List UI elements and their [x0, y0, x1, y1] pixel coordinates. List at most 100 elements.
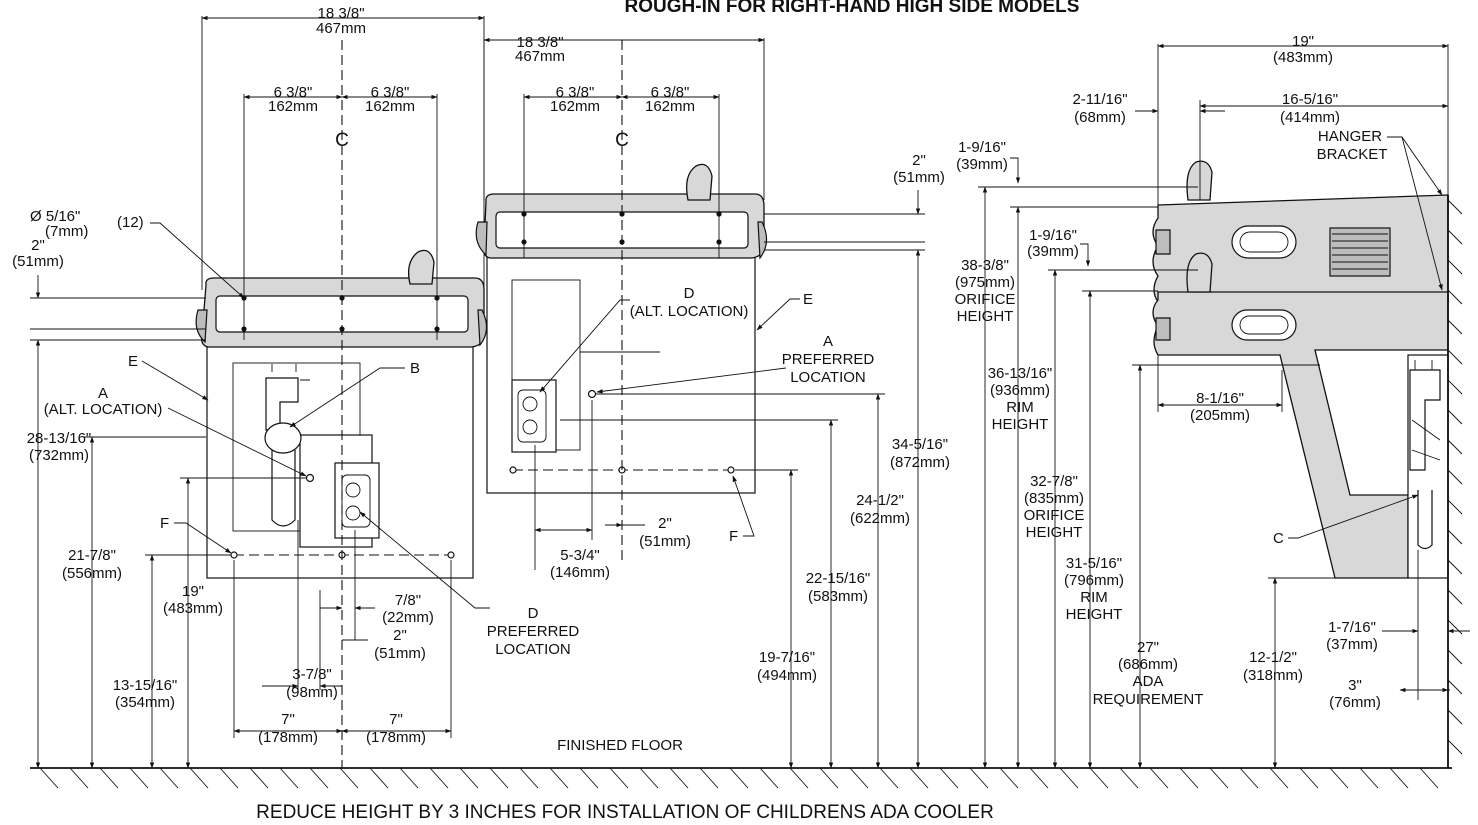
mid-supply-a [587, 389, 597, 399]
left-label-a: A [98, 385, 108, 402]
mid-overall-width-mm: 467mm [515, 48, 565, 65]
bracket-label: BRACKET [1317, 146, 1388, 163]
left-height-3-mm: (483mm) [163, 600, 223, 617]
side-offset-2-mm: (414mm) [1280, 109, 1340, 126]
mid-overall-width: 18 3/8" [516, 34, 563, 51]
side-upper-orifice-mm: (39mm) [956, 156, 1008, 173]
hole-diameter: Ø 5/16" [30, 208, 80, 225]
side-offset-1: 2-11/16" [1072, 91, 1127, 108]
mid-bubbler [685, 163, 713, 201]
footer-note: REDUCE HEIGHT BY 3 INCHES FOR INSTALLATI… [256, 802, 994, 823]
left-width-7-right-mm: (178mm) [366, 729, 426, 746]
side-width-8: 8-1/16" [1196, 390, 1244, 407]
side-height-2-note1: RIM [1006, 399, 1034, 416]
side-height-3-note1: ORIFICE [1024, 507, 1085, 524]
left-width-378: 3-7/8" [292, 666, 332, 683]
side-setback-2: 3" [1348, 677, 1362, 694]
mid-half-left-mm: 162mm [550, 98, 600, 115]
left-half-left: 6 3/8" [274, 84, 313, 101]
side-height-4-note1: RIM [1080, 589, 1108, 606]
side-height-4-mm: (796mm) [1064, 572, 1124, 589]
mid-label-a-note2: LOCATION [790, 369, 866, 386]
left-top-offset: 2" [31, 237, 45, 254]
mid-height-2: 24-1/2" [856, 492, 904, 509]
ada-note2: REQUIREMENT [1093, 691, 1204, 708]
ada-height: 27" [1137, 639, 1159, 656]
side-height-4: 31-5/16" [1066, 555, 1122, 572]
left-width-78: 7/8" [395, 592, 421, 609]
left-half-left-mm: 162mm [268, 98, 318, 115]
left-label-d: D [528, 605, 539, 622]
left-height-4: 13-15/16" [113, 677, 178, 694]
mid-half-left: 6 3/8" [556, 84, 595, 101]
side-height-2: 36-13/16" [988, 365, 1053, 382]
mid-label-a: A [823, 333, 833, 350]
left-label-f: F [160, 515, 169, 532]
left-height-1-mm: (732mm) [29, 447, 89, 464]
left-height-2-mm: (556mm) [62, 565, 122, 582]
mid-centerline-mark: C [615, 130, 629, 151]
mid-label-e: E [803, 291, 813, 308]
left-height-2: 21-7/8" [68, 547, 116, 564]
mid-width-2-mm: (51mm) [639, 533, 691, 550]
mid-top-offset-mm: (51mm) [893, 169, 945, 186]
side-height-1-note2: HEIGHT [957, 308, 1014, 325]
diagram-title: ROUGH-IN FOR RIGHT-HAND HIGH SIDE MODELS [625, 0, 1080, 17]
left-width-2-mm: (51mm) [374, 645, 426, 662]
side-height-1-note1: ORIFICE [955, 291, 1016, 308]
hanger-label: HANGER [1318, 128, 1382, 145]
left-supply-a [305, 473, 315, 483]
left-label-d-note2: LOCATION [495, 641, 571, 658]
left-width-2: 2" [393, 627, 407, 644]
side-view [1152, 44, 1463, 768]
ada-note1: ADA [1133, 673, 1164, 690]
side-height-2-note2: HEIGHT [992, 416, 1049, 433]
side-lower-orifice-mm: (39mm) [1027, 243, 1079, 260]
mid-height-3-mm: (583mm) [808, 588, 868, 605]
side-offset-2: 16-5/16" [1282, 91, 1338, 108]
mid-width-534: 5-3/4" [560, 547, 600, 564]
left-height-3: 19" [182, 583, 204, 600]
left-width-7-left: 7" [281, 711, 295, 728]
side-upper-bubbler [1186, 160, 1213, 201]
side-width-8-mm: (205mm) [1190, 407, 1250, 424]
mid-height-4-mm: (494mm) [757, 667, 817, 684]
side-height-4-note2: HEIGHT [1066, 606, 1123, 623]
hole-quantity: (12) [117, 214, 144, 231]
left-bubbler [407, 249, 435, 285]
floor-label: FINISHED FLOOR [557, 737, 683, 754]
ada-height-mm: (686mm) [1118, 656, 1178, 673]
side-height-3-mm: (835mm) [1024, 490, 1084, 507]
left-width-378-mm: (98mm) [286, 684, 338, 701]
mid-label-d-note: (ALT. LOCATION) [630, 303, 749, 320]
side-upper-orifice: 1-9/16" [958, 139, 1006, 156]
side-label-c: C [1273, 530, 1284, 547]
mid-height-1-mm: (872mm) [890, 454, 950, 471]
mid-cabinet-outline [486, 254, 756, 494]
left-width-7-left-mm: (178mm) [258, 729, 318, 746]
left-half-right: 6 3/8" [371, 84, 410, 101]
mid-label-a-note1: PREFERRED [782, 351, 875, 368]
left-centerline-mark: C [335, 130, 349, 151]
left-height-1: 28-13/16" [27, 430, 92, 447]
side-setback-1: 1-7/16" [1328, 619, 1376, 636]
mid-height-2-mm: (622mm) [850, 510, 910, 527]
left-half-right-mm: 162mm [365, 98, 415, 115]
left-top-offset-mm: (51mm) [12, 253, 64, 270]
left-overall-width-mm: 467mm [316, 20, 366, 37]
side-height-2-mm: (936mm) [990, 382, 1050, 399]
left-overall-width: 18 3/8" [317, 5, 364, 22]
side-lower-basin [1152, 291, 1449, 579]
side-setback-1-mm: (37mm) [1326, 636, 1378, 653]
left-label-b: B [410, 360, 420, 377]
mid-label-d: D [684, 285, 695, 302]
finished-floor [30, 767, 1452, 789]
side-lower-bubbler [1186, 252, 1213, 293]
mid-outlet-d [511, 379, 557, 453]
mid-width-534-mm: (146mm) [550, 564, 610, 581]
left-label-a-note: (ALT. LOCATION) [44, 401, 163, 418]
side-setback-2-mm: (76mm) [1329, 694, 1381, 711]
hole-diameter-mm: (7mm) [45, 223, 88, 240]
side-height-5-mm: (318mm) [1243, 667, 1303, 684]
